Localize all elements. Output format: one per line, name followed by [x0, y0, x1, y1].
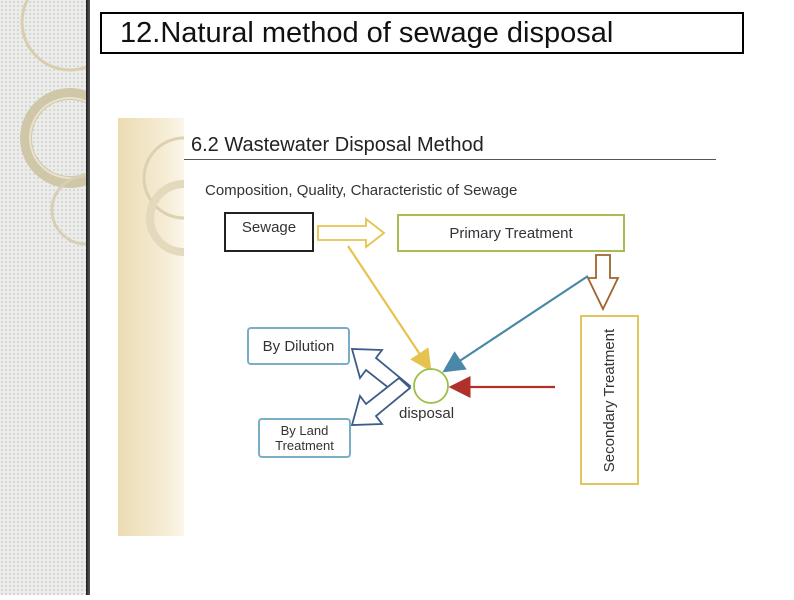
land-label-line1: By Land: [280, 423, 329, 438]
secondary-treatment-node: Secondary Treatment: [580, 315, 639, 485]
diagram-side-band: [118, 118, 226, 536]
diagram-subtitle: Composition, Quality, Characteristic of …: [205, 182, 518, 199]
by-land-treatment-node: By Land Treatment: [258, 418, 351, 458]
hollow-arrow-to-primary: [317, 217, 386, 249]
disposal-node: [413, 368, 449, 404]
secondary-treatment-label: Secondary Treatment: [601, 328, 619, 472]
heading-rule: [184, 159, 716, 160]
hollow-arrow-to-secondary: [586, 254, 620, 312]
hollow-arrow-to-land: [350, 376, 412, 426]
diagram-heading: 6.2 Wastewater Disposal Method: [191, 134, 484, 156]
decorative-rings: [20, 0, 122, 246]
slide-title: 12.Natural method of sewage disposal: [100, 12, 744, 54]
decorative-left-strip: [0, 0, 122, 595]
disposal-label: disposal: [399, 405, 455, 422]
sewage-to-disposal-arrow: [347, 245, 432, 372]
sewage-node: Sewage: [224, 212, 314, 252]
land-label-line2: Treatment: [275, 438, 334, 453]
primary-treatment-node: Primary Treatment: [397, 214, 625, 252]
primary-to-disposal-arrow: [442, 275, 589, 373]
diagram-image: 6.2 Wastewater Disposal Method Compositi…: [118, 118, 716, 536]
left-border: [86, 0, 90, 595]
by-dilution-node: By Dilution: [247, 327, 350, 365]
diagram-connectors: [317, 217, 620, 426]
